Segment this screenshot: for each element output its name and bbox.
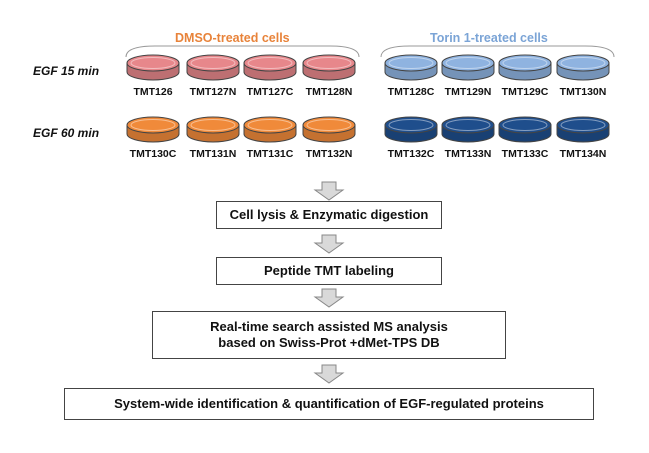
dish-icon xyxy=(498,54,552,81)
culture-dish xyxy=(555,115,611,145)
culture-dish xyxy=(242,53,298,83)
culture-dish xyxy=(125,53,181,83)
dmso-group-title: DMSO-treated cells xyxy=(175,31,290,45)
dish-icon xyxy=(384,54,438,81)
step-cell-lysis-text: Cell lysis & Enzymatic digestion xyxy=(229,206,429,222)
culture-dish xyxy=(125,115,181,145)
dish-icon xyxy=(302,116,356,143)
dmso-group-bracket xyxy=(125,45,360,58)
step-ms-analysis: Real-time search assisted MS analysis ba… xyxy=(152,311,506,359)
culture-dish xyxy=(383,115,439,145)
tmt-channel-label: TMT131C xyxy=(246,148,294,160)
culture-dish xyxy=(497,53,553,83)
tmt-channel-label: TMT129N xyxy=(444,86,492,98)
tmt-channel-label: TMT127N xyxy=(189,86,237,98)
culture-dish xyxy=(185,115,241,145)
culture-dish xyxy=(440,53,496,83)
tmt-channel-label: TMT129C xyxy=(501,86,549,98)
dish-icon xyxy=(498,116,552,143)
tmt-channel-label: TMT130N xyxy=(559,86,607,98)
dish-icon xyxy=(126,54,180,81)
step-ms-analysis-line-2: based on Swiss-Prot +dMet-TPS DB xyxy=(218,335,440,350)
culture-dish xyxy=(383,53,439,83)
culture-dish xyxy=(242,115,298,145)
torin-group-bracket xyxy=(380,45,615,58)
step-tmt-labeling: Peptide TMT labeling xyxy=(216,257,442,285)
culture-dish xyxy=(555,53,611,83)
row-label-egf-60: EGF 60 min xyxy=(33,126,100,140)
dish-icon xyxy=(186,54,240,81)
torin-group-title: Torin 1-treated cells xyxy=(430,31,548,45)
culture-dish xyxy=(185,53,241,83)
tmt-channel-label: TMT130C xyxy=(129,148,177,160)
culture-dish xyxy=(301,53,357,83)
dish-icon xyxy=(441,54,495,81)
dish-icon xyxy=(384,116,438,143)
tmt-channel-label: TMT126 xyxy=(133,86,173,98)
step-identification: System-wide identification & quantificat… xyxy=(64,388,594,420)
culture-dish xyxy=(301,115,357,145)
dish-icon xyxy=(243,116,297,143)
tmt-channel-label: TMT133N xyxy=(444,148,492,160)
step-tmt-labeling-text: Peptide TMT labeling xyxy=(263,262,394,278)
step-identification-text: System-wide identification & quantificat… xyxy=(114,395,544,411)
dish-icon xyxy=(302,54,356,81)
step-ms-analysis-line-1: Real-time search assisted MS analysis xyxy=(210,318,448,334)
step-cell-lysis: Cell lysis & Enzymatic digestion xyxy=(216,201,442,229)
dish-icon xyxy=(243,54,297,81)
dish-icon xyxy=(186,116,240,143)
flow-arrow-2 xyxy=(313,234,345,254)
culture-dish xyxy=(497,115,553,145)
flow-arrow-1 xyxy=(313,181,345,201)
tmt-channel-label: TMT132N xyxy=(305,148,353,160)
tmt-channel-label: TMT134N xyxy=(559,148,607,160)
tmt-channel-label: TMT131N xyxy=(189,148,237,160)
flow-arrow-4 xyxy=(313,364,345,384)
dish-icon xyxy=(556,54,610,81)
tmt-channel-label: TMT127C xyxy=(246,86,294,98)
dish-icon xyxy=(441,116,495,143)
tmt-channel-label: TMT128N xyxy=(305,86,353,98)
tmt-channel-label: TMT133C xyxy=(501,148,549,160)
tmt-channel-label: TMT132C xyxy=(387,148,435,160)
dish-icon xyxy=(126,116,180,143)
dish-icon xyxy=(556,116,610,143)
flow-arrow-3 xyxy=(313,288,345,308)
row-label-egf-15: EGF 15 min xyxy=(33,64,100,78)
culture-dish xyxy=(440,115,496,145)
tmt-channel-label: TMT128C xyxy=(387,86,435,98)
